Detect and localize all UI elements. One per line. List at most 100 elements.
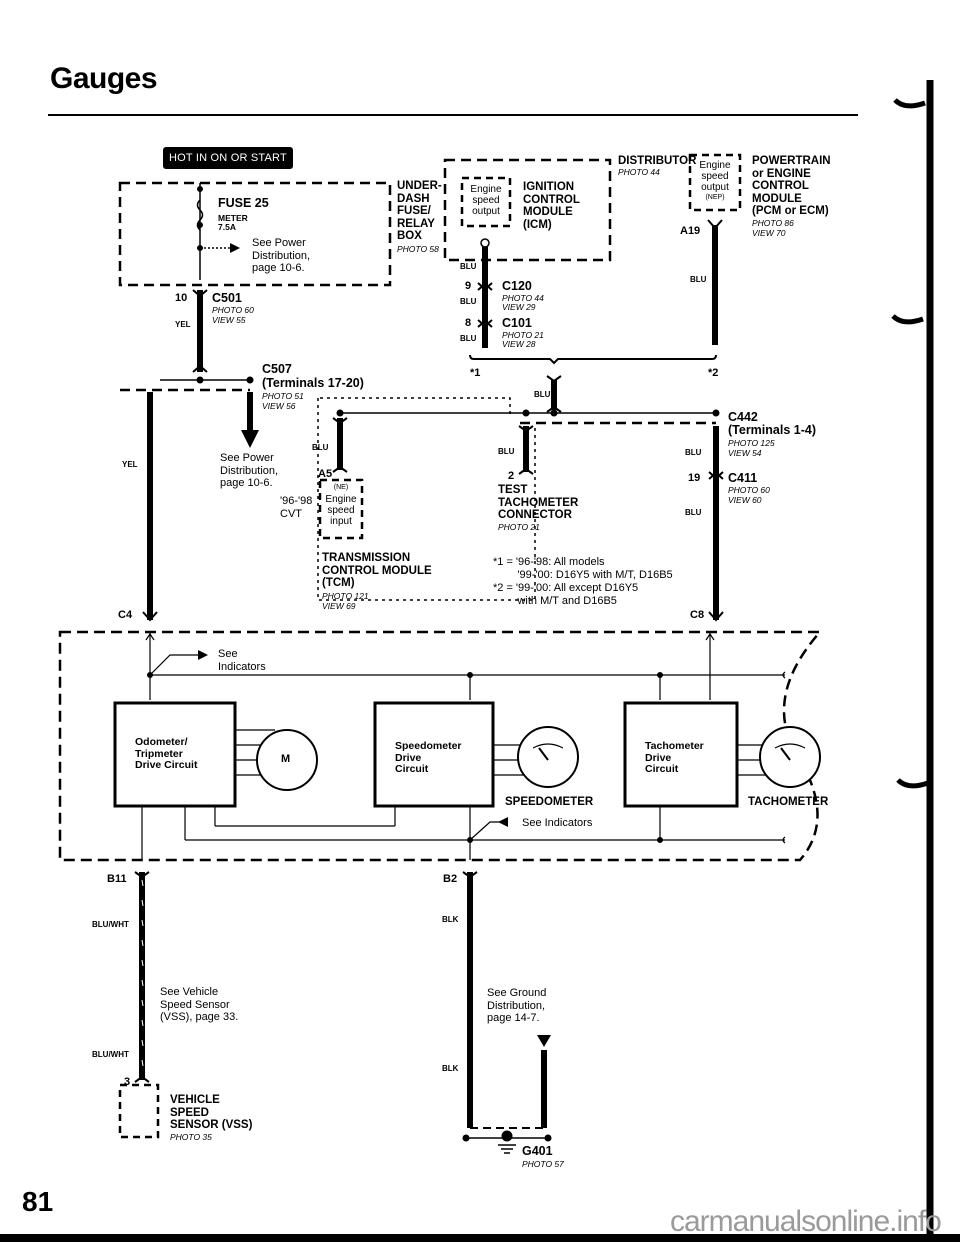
distributor-label: DISTRIBUTOR: [618, 155, 697, 167]
wire-color-blu-icm: BLU: [460, 262, 477, 271]
wire-color-blu-test: BLU: [498, 447, 515, 456]
pcm-view: VIEW 70: [752, 228, 786, 238]
speedometer-circuit-label: Speedometer Drive Circuit: [395, 740, 462, 775]
pcm-pin-a19: A19: [680, 225, 701, 237]
c501-name: C501: [212, 291, 242, 305]
wire-color-blu-c101: BLU: [460, 334, 477, 343]
gauge-cluster-outline: [58, 630, 823, 862]
c442-photo: PHOTO 125: [728, 438, 775, 448]
pcm-label: POWERTRAIN or ENGINE CONTROL MODULE (PCM…: [752, 155, 831, 217]
odometer-circuit-label: Odometer/ Tripmeter Drive Circuit: [135, 736, 198, 771]
c411-pin: 19: [688, 472, 701, 484]
wire-color-yel: YEL: [175, 320, 191, 329]
pcm-photo: PHOTO 86: [752, 218, 794, 228]
vss-pin: 3: [124, 1076, 131, 1088]
vss-photo: PHOTO 35: [170, 1132, 212, 1142]
c501-pin: 10: [175, 292, 188, 304]
wire-color-blu-wht-bottom: BLU/WHT: [92, 1050, 129, 1059]
c507-view: VIEW 56: [262, 401, 296, 411]
power-distribution-arrow: [241, 430, 259, 448]
c501-view: VIEW 55: [212, 315, 246, 325]
c101-name: C101: [502, 316, 532, 330]
c507-name: C507: [262, 362, 292, 376]
page-title: Gauges: [50, 62, 158, 95]
watermark: carmanualsonline.info: [670, 1205, 942, 1238]
test-tach-photo: PHOTO 21: [498, 522, 540, 532]
c442-terminals: (Terminals 1-4): [728, 423, 816, 437]
pcm-output-box: [688, 153, 742, 212]
c411-photo: PHOTO 60: [728, 485, 770, 495]
wire-color-blk-bottom: BLK: [442, 1064, 459, 1073]
tachometer-circuit-label: Tachometer Drive Circuit: [645, 740, 704, 775]
motor-icon: M: [281, 753, 291, 765]
see-ground-distribution-note[interactable]: See Ground Distribution, page 14-7.: [487, 987, 547, 1024]
speedometer-label: SPEEDOMETER: [505, 796, 594, 808]
b2-connector: B2: [443, 873, 458, 885]
underdash-fuse-box-outline: [118, 181, 392, 287]
see-power-arrow: [230, 243, 240, 253]
tcm-input-box: [318, 478, 364, 540]
vss-label: VEHICLE SPEED SENSOR (VSS): [170, 1094, 253, 1131]
note-star2: *2 = '99-'00: All except D16Y5 with M/T …: [493, 582, 639, 607]
wire-color-yel-left: YEL: [122, 460, 138, 469]
wire-color-blu-wht-top: BLU/WHT: [92, 920, 129, 929]
c507-terminals: (Terminals 17-20): [262, 376, 364, 390]
see-power-distribution-note-2[interactable]: See Power Distribution, page 10-6.: [220, 452, 279, 489]
c4-connector: C4: [118, 609, 133, 621]
c101-photo: PHOTO 21: [502, 330, 544, 340]
wire-color-blu-pcm: BLU: [690, 275, 707, 284]
speedometer-gauge-symbol: [517, 726, 579, 788]
b11-connector: B11: [107, 873, 127, 885]
c120-photo: PHOTO 44: [502, 293, 544, 303]
tachometer-label: TACHOMETER: [748, 796, 829, 808]
icm-output-box: [460, 176, 512, 228]
c101-view: VIEW 28: [502, 339, 536, 349]
wire-color-blk-top: BLK: [442, 915, 459, 924]
c120-view: VIEW 29: [502, 302, 536, 312]
fuse-name: FUSE 25: [218, 196, 269, 210]
c120-pin: 9: [465, 280, 472, 292]
underdash-fuse-box-label: UNDER- DASH FUSE/ RELAY BOX: [397, 180, 442, 242]
star2-marker: *2: [708, 367, 719, 379]
distributor-photo: PHOTO 44: [618, 167, 660, 177]
tcm-view: VIEW 69: [322, 601, 356, 611]
tcm-ne-signal: (NE): [333, 484, 349, 491]
c442-name: C442: [728, 410, 758, 424]
icm-label: IGNITION CONTROL MODULE (ICM): [523, 181, 580, 231]
fuse-circuit: METER: [218, 213, 248, 223]
odometer-circuit-box: [113, 701, 237, 808]
wire-color-blu-junction: BLU: [534, 390, 551, 399]
star1-marker: *1: [470, 367, 481, 379]
speedometer-circuit-box: [373, 701, 495, 808]
pcm-nep-signal: (NEP): [705, 194, 725, 201]
c101-pin: 8: [465, 317, 472, 329]
g401-photo: PHOTO 57: [522, 1159, 564, 1169]
see-vss-note[interactable]: See Vehicle Speed Sensor (VSS), page 33.: [160, 986, 239, 1023]
icm-engine-speed-output: Engine speed output: [470, 184, 502, 217]
c8-connector: C8: [690, 609, 705, 621]
c442-view: VIEW 54: [728, 448, 762, 458]
test-tach-connector-label: TEST TACHOMETER CONNECTOR: [498, 484, 579, 521]
tcm-variant: '96-'98 CVT: [280, 495, 313, 520]
c411-view: VIEW 60: [728, 495, 762, 505]
tcm-pin-a5: A5: [318, 468, 333, 480]
pcm-engine-speed-output: Engine speed output: [699, 160, 731, 193]
vss-box: [118, 1083, 160, 1139]
distributor-outline: [443, 158, 612, 262]
see-power-distribution-note[interactable]: See Power Distribution, page 10-6.: [252, 237, 311, 274]
page-bottom-border: [0, 1234, 960, 1242]
g401-ground-label: G401: [522, 1144, 553, 1158]
wire-color-blu-tcm: BLU: [312, 443, 329, 452]
test-tach-pin: 2: [508, 470, 515, 482]
wire-color-blu-c120: BLU: [460, 297, 477, 306]
see-indicators-top-link[interactable]: See Indicators: [218, 648, 266, 673]
underdash-fuse-box-photo: PHOTO 58: [397, 244, 439, 254]
c507-photo: PHOTO 51: [262, 391, 304, 401]
tcm-engine-speed-input: Engine speed input: [325, 494, 357, 527]
note-star1: *1 = '96-'98: All models '99-'00: D16Y5 …: [493, 556, 673, 581]
fuse-rating: 7.5A: [218, 222, 236, 232]
odometer-motor-symbol: [256, 729, 318, 791]
tcm-photo: PHOTO 121: [322, 591, 369, 601]
see-indicators-bottom-link[interactable]: See Indicators: [522, 817, 593, 829]
